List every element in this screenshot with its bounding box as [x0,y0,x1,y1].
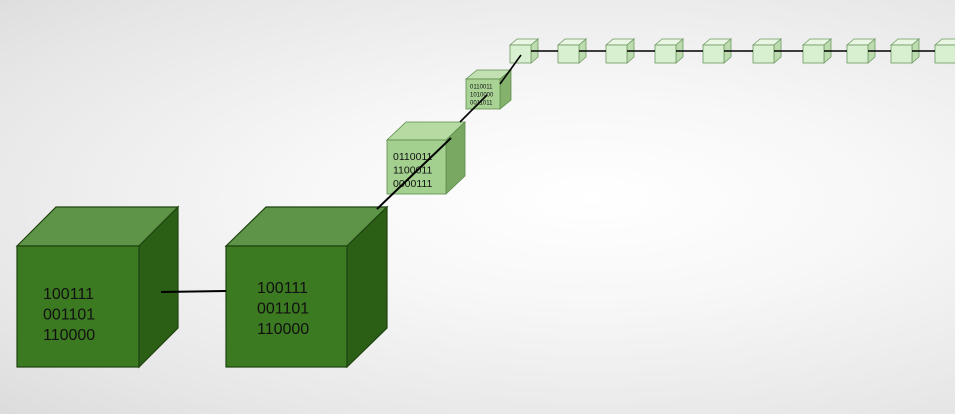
block-14-front-face [934,44,955,64]
block-2-front-face [225,245,348,368]
chain-link-lines [160,50,935,293]
block-8-front-face [654,44,677,64]
block-4-data-line: 1010000 [470,93,494,99]
block-4-front-face [465,78,501,110]
block-1-data-line: 001101 [43,307,95,324]
block-8 [653,38,685,64]
chain-link [499,54,522,85]
block-11-front-face [802,44,825,64]
chain-link [160,290,227,293]
block-4-data-line: 0110011 [470,85,493,91]
block-12 [845,38,877,64]
block-2-data-line: 110000 [257,321,309,338]
block-10-front-face [752,44,775,64]
block-9 [701,38,733,64]
block-6-front-face [557,44,580,64]
block-1-data-line: 110000 [43,327,95,344]
block-1-data-line: 100111 [43,286,94,303]
chain-link [459,94,488,123]
block-1: 100111 001101 110000 [15,205,180,369]
block-12-front-face [846,44,869,64]
block-3-data-line: 1100011 [393,164,432,176]
block-7 [604,38,636,64]
block-6 [556,38,588,64]
block-2: 100111 001101 110000 [224,205,389,369]
block-3-data-line: 0110011 [393,151,432,163]
block-10 [751,38,783,64]
block-3-front-face [386,139,447,195]
block-14-top-face [933,38,955,46]
block-4-data-line: 0011011 [470,101,493,107]
block-11 [801,38,833,64]
block-2-data-line: 100111 [257,280,308,297]
block-5-front-face [509,44,532,64]
block-14 [933,38,955,64]
block-4: 0110011 1010000 0011011 [464,69,513,110]
block-1-front-face [16,245,140,368]
chain-blocks: 100111 001101 110000 100111 001101 110000 0110… [15,38,955,369]
block-7-front-face [605,44,628,64]
block-9-front-face [702,44,725,64]
block-13-front-face [890,44,913,64]
chain-link [376,137,452,210]
block-3-data-line: 0000111 [393,178,432,190]
block-2-data-line: 001101 [257,301,309,318]
